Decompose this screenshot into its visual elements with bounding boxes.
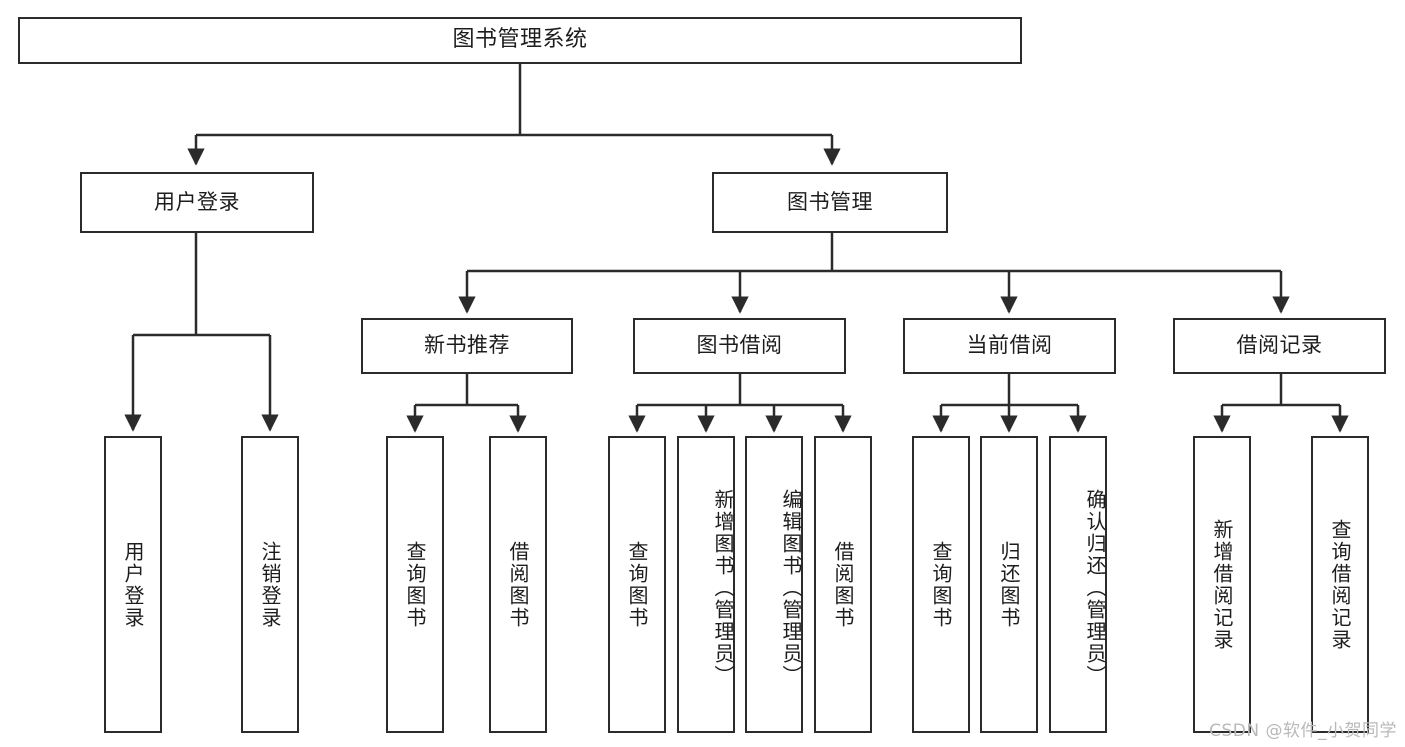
node-label: 用户登录	[154, 189, 240, 214]
node-label: 编辑图书（管理员）	[779, 488, 803, 687]
node-label: 查询图书	[625, 540, 649, 629]
node-label: 借阅图书	[831, 540, 855, 629]
node-label: 归还图书	[997, 540, 1021, 629]
node-label: 用户登录	[121, 540, 145, 629]
leaf-borrow-borrow-book[interactable]: 借阅图书	[814, 436, 872, 733]
node-label: 查询借阅记录	[1328, 518, 1352, 651]
leaf-record-query-record[interactable]: 查询借阅记录	[1311, 436, 1369, 733]
leaf-borrow-query-book[interactable]: 查询图书	[608, 436, 666, 733]
leaf-current-return-book[interactable]: 归还图书	[980, 436, 1038, 733]
node-label: 借阅记录	[1236, 333, 1323, 358]
node-root-book-management-system[interactable]: 图书管理系统	[18, 17, 1022, 64]
node-book-management[interactable]: 图书管理	[712, 172, 948, 233]
watermark-text: CSDN @软件_小贺同学	[1209, 721, 1397, 741]
node-current-borrow[interactable]: 当前借阅	[903, 318, 1116, 374]
node-label: 查询图书	[929, 540, 953, 629]
node-label: 新增图书（管理员）	[711, 488, 735, 687]
node-new-book-recommend[interactable]: 新书推荐	[361, 318, 573, 374]
node-borrow-record[interactable]: 借阅记录	[1173, 318, 1386, 374]
leaf-new-book-borrow-book[interactable]: 借阅图书	[489, 436, 547, 733]
leaf-user-login-logout[interactable]: 注销登录	[241, 436, 299, 733]
node-label: 图书借阅	[696, 333, 783, 358]
leaf-record-add-record[interactable]: 新增借阅记录	[1193, 436, 1251, 733]
leaf-current-query-book[interactable]: 查询图书	[912, 436, 970, 733]
node-label: 注销登录	[258, 540, 282, 629]
node-label: 确认归还（管理员）	[1083, 488, 1107, 687]
leaf-current-confirm-return-admin[interactable]: 确认归还（管理员）	[1049, 436, 1107, 733]
leaf-user-login-login[interactable]: 用户登录	[104, 436, 162, 733]
node-label: 新增借阅记录	[1210, 518, 1234, 651]
node-user-login[interactable]: 用户登录	[80, 172, 314, 233]
leaf-borrow-edit-book-admin[interactable]: 编辑图书（管理员）	[745, 436, 803, 733]
leaf-new-book-query-book[interactable]: 查询图书	[386, 436, 444, 733]
node-label: 图书管理系统	[452, 27, 588, 53]
leaf-borrow-add-book-admin[interactable]: 新增图书（管理员）	[677, 436, 735, 733]
node-label: 借阅图书	[506, 540, 530, 629]
node-label: 新书推荐	[424, 333, 510, 358]
node-label: 当前借阅	[966, 333, 1053, 358]
node-label: 图书管理	[787, 189, 873, 214]
node-book-borrow[interactable]: 图书借阅	[633, 318, 846, 374]
node-label: 查询图书	[403, 540, 427, 629]
